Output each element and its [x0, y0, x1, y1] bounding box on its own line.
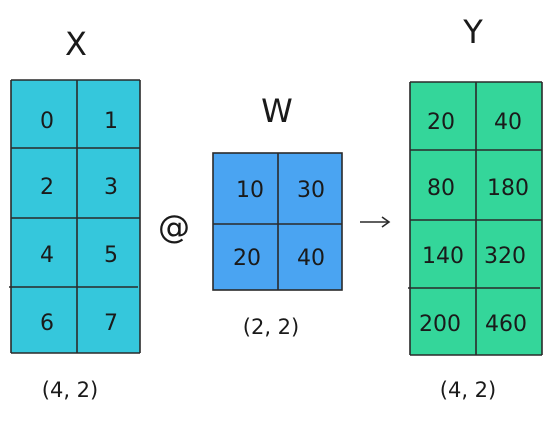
matrix-w-cell: 30 — [297, 178, 325, 203]
matrix-x: X 0 1 2 3 4 5 6 7 (4, 2) — [9, 25, 141, 402]
matrix-x-cell: 0 — [40, 109, 54, 134]
matrix-x-cell: 7 — [104, 311, 118, 336]
matrix-w-title: W — [261, 92, 293, 130]
matrix-y-cell: 140 — [422, 244, 464, 269]
matrix-y-cell: 320 — [484, 244, 526, 269]
matrix-y-cell: 180 — [487, 176, 529, 201]
matmul-operator: @ — [158, 208, 190, 246]
matrix-y-cell: 20 — [427, 110, 455, 135]
matrix-x-cell: 4 — [40, 243, 54, 268]
matrix-x-shape: (4, 2) — [42, 378, 98, 402]
matrix-x-cell: 1 — [104, 109, 118, 134]
matrix-w-cell: 20 — [233, 246, 261, 271]
matrix-y-cell: 200 — [419, 312, 461, 337]
matrix-w-cell: 40 — [297, 246, 325, 271]
matrix-x-body — [11, 80, 140, 353]
matrix-w: W 10 30 20 40 (2, 2) — [212, 92, 343, 339]
matrix-y-shape: (4, 2) — [440, 378, 496, 402]
matrix-x-title: X — [65, 25, 87, 63]
matrix-y-cell: 460 — [485, 312, 527, 337]
matrix-y: Y 20 40 80 180 140 320 200 460 (4, 2) — [408, 13, 543, 402]
matrix-y-cell: 40 — [494, 110, 522, 135]
arrow-icon — [360, 216, 391, 228]
matrix-w-shape: (2, 2) — [243, 315, 299, 339]
matrix-x-cell: 6 — [40, 311, 54, 336]
matrix-x-cell: 2 — [40, 175, 54, 200]
matrix-x-cell: 3 — [104, 175, 118, 200]
matrix-y-title: Y — [462, 13, 483, 51]
matrix-y-cell: 80 — [427, 176, 455, 201]
matrix-w-cell: 10 — [236, 178, 264, 203]
matrix-x-cell: 5 — [104, 243, 118, 268]
